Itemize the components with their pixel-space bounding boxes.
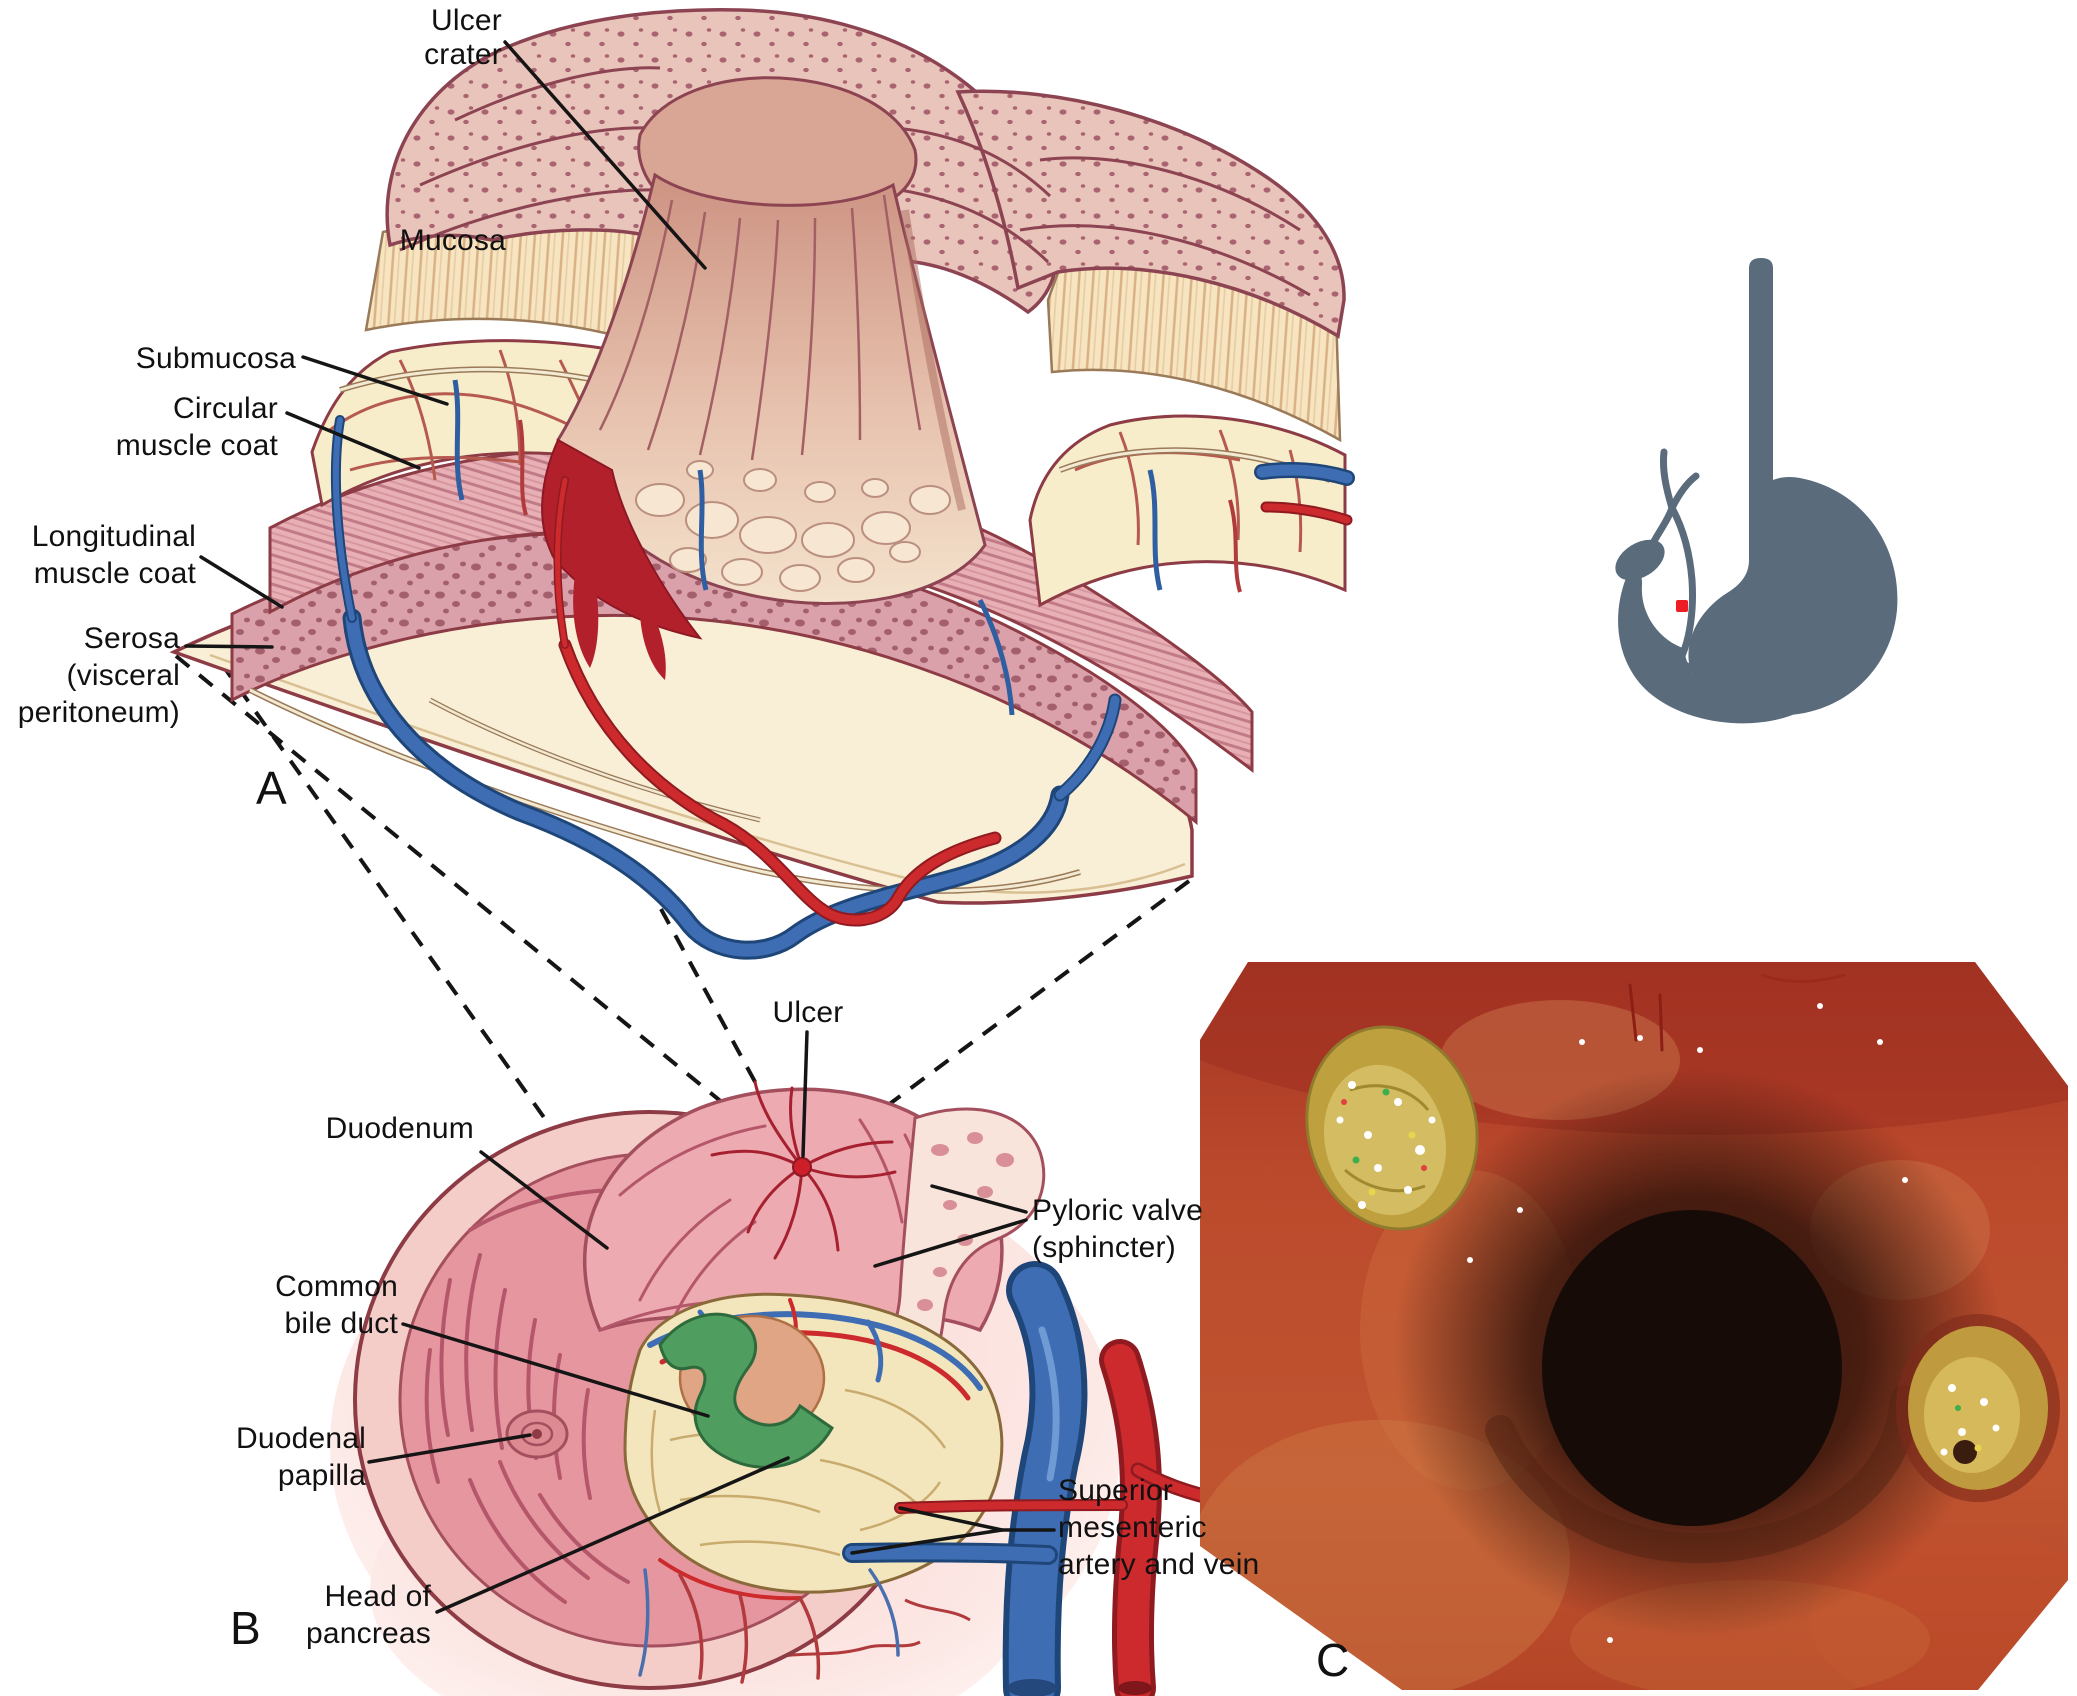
leader-ulcer-b bbox=[801, 1030, 809, 1158]
leader-head-of-pancreas bbox=[435, 1456, 790, 1614]
leader-circular-muscle bbox=[285, 411, 421, 470]
crater-striations bbox=[598, 194, 922, 461]
label-duodenum: Duodenum bbox=[325, 1112, 474, 1145]
label-mucosa: Mucosa bbox=[399, 224, 506, 257]
leader-pyloric-valve-lower bbox=[873, 1218, 1028, 1268]
panel-letter-c: C bbox=[1316, 1634, 1350, 1686]
duodenal-papilla-swirl bbox=[505, 1409, 569, 1459]
label-submucosa: Submucosa bbox=[135, 342, 296, 375]
stomach-locator-icon bbox=[1615, 258, 1898, 724]
ulcer-photo-left bbox=[1305, 1025, 1479, 1231]
artery-main bbox=[553, 476, 1002, 927]
label-head-of-pancreas: Head of pancreas bbox=[305, 1580, 431, 1650]
label-common-bile-duct: Common bile duct bbox=[275, 1270, 398, 1340]
duodenum-silhouette bbox=[1618, 569, 1826, 724]
leader-submucosa bbox=[301, 355, 449, 406]
panel-c-endoscopy-photo bbox=[1200, 962, 2068, 1690]
dashed-line-left-steep bbox=[219, 661, 567, 1149]
leader-duodenum bbox=[479, 1150, 609, 1250]
ulcer-center bbox=[792, 1157, 812, 1177]
label-longitudinal-muscle-coat: Longitudinal muscle coat bbox=[31, 520, 196, 590]
leader-ulcer-crater bbox=[503, 40, 707, 270]
vessel-stub-right bbox=[1254, 462, 1355, 526]
submucosa-layer-left bbox=[310, 339, 654, 508]
crater-shadow-streak bbox=[901, 209, 966, 511]
leader-serosa bbox=[184, 644, 274, 649]
lumen-fold-ring bbox=[1485, 1385, 1920, 1563]
panel-letter-a: A bbox=[256, 762, 287, 814]
small-vessels bbox=[452, 379, 1242, 716]
duodenum-fold-lines bbox=[424, 1187, 642, 1604]
ulcer-photo-right bbox=[1896, 1314, 2060, 1502]
label-ulcer: Ulcer bbox=[772, 996, 844, 1029]
leader-common-bile-duct bbox=[401, 1322, 710, 1418]
label-pyloric-valve: Pyloric valve (sphincter) bbox=[1032, 1194, 1203, 1264]
panel-a-stomach-wall-illustration bbox=[169, 8, 1355, 960]
common-bile-duct-shape bbox=[658, 1312, 834, 1469]
label-serosa: Serosa (visceral peritoneum) bbox=[17, 622, 180, 729]
ulcer-location-marker bbox=[1676, 600, 1688, 612]
blood-drip-2 bbox=[640, 615, 666, 680]
label-ulcer-crater: Ulcer crater bbox=[424, 4, 502, 71]
panel-b-duodenum-illustration bbox=[330, 1080, 1308, 1696]
crater-bleeding-base bbox=[541, 438, 703, 640]
leader-pyloric-valve-upper bbox=[930, 1184, 1028, 1214]
stomach-silhouette bbox=[1688, 258, 1898, 716]
rugae-fold-lines bbox=[399, 66, 1311, 297]
duodenal-ulcer bbox=[710, 1080, 897, 1260]
label-circular-muscle-coat: Circular muscle coat bbox=[115, 392, 278, 462]
panel-letter-b: B bbox=[230, 1602, 261, 1654]
crater-nodules bbox=[635, 460, 951, 592]
specular-highlights bbox=[1336, 1003, 2000, 1643]
vein-main bbox=[330, 415, 1122, 960]
pancreatic-arcade-vessels bbox=[638, 1298, 983, 1684]
leader-sup-mesenteric-vein bbox=[850, 1528, 1004, 1555]
rugae-flap-right bbox=[955, 89, 1346, 339]
leader-lines bbox=[184, 40, 1056, 1614]
mucosal-streaks bbox=[1628, 973, 1847, 1052]
superior-mesenteric-artery bbox=[894, 1339, 1308, 1696]
label-duodenal-papilla: Duodenal papilla bbox=[235, 1422, 366, 1492]
bile-duct-silhouette bbox=[1641, 448, 1724, 686]
serosa-nerve-plexus bbox=[248, 687, 1081, 894]
pyloric-lumen-hole bbox=[1542, 1210, 1842, 1526]
gallbladder-silhouette bbox=[1615, 539, 1665, 581]
blood-drip-1 bbox=[573, 575, 599, 668]
leader-longitudinal-muscle bbox=[199, 555, 284, 609]
dashed-line-left bbox=[174, 654, 791, 1159]
label-superior-mesenteric: Superior mesenteric artery and vein bbox=[1058, 1474, 1260, 1581]
leader-duodenal-papilla bbox=[367, 1433, 532, 1464]
superior-mesenteric-vein bbox=[842, 1261, 1088, 1696]
